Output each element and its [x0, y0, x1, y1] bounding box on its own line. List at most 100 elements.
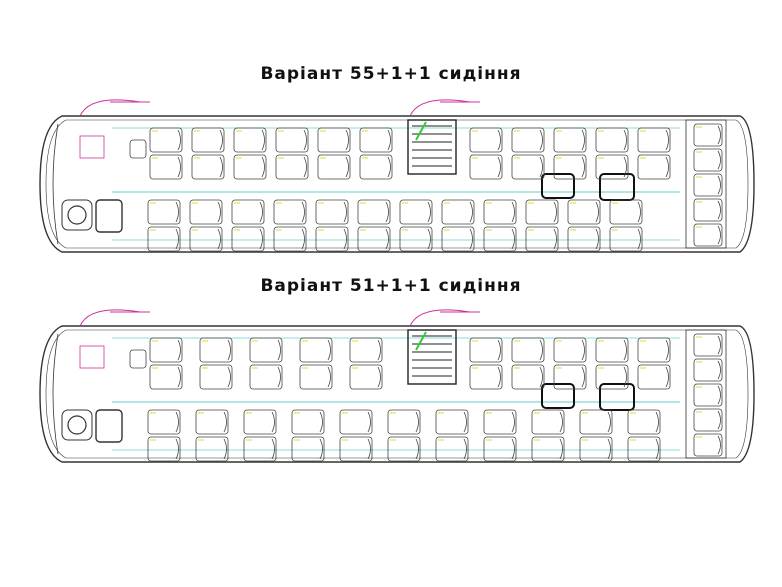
bus-floor-plan-55	[39, 99, 755, 253]
seat-icon	[693, 408, 723, 432]
seat-icon	[399, 226, 433, 252]
door-icon	[79, 309, 141, 327]
hatch-icon	[541, 383, 575, 409]
seat-icon	[349, 364, 383, 390]
door-handle	[415, 331, 427, 351]
seat-icon	[531, 409, 565, 435]
seat-icon	[637, 154, 671, 180]
seat-icon	[315, 226, 349, 252]
layout-title-51: Варіант 51+1+1 сидіння	[260, 276, 522, 296]
door-icon	[409, 309, 471, 327]
seat-icon	[627, 409, 661, 435]
steering-wheel-icon	[61, 199, 93, 231]
seat-icon	[693, 358, 723, 382]
seat-icon	[609, 199, 643, 225]
seat-icon	[357, 226, 391, 252]
rear-bench	[685, 329, 727, 459]
seat-icon	[191, 154, 225, 180]
seat-icon	[149, 154, 183, 180]
seat-icon	[399, 199, 433, 225]
seat-icon	[579, 409, 613, 435]
seat-icon	[195, 436, 229, 462]
seat-icon	[387, 409, 421, 435]
steering-wheel-rim	[67, 415, 87, 435]
seat-icon	[315, 199, 349, 225]
hatch-icon	[541, 173, 575, 199]
seat-icon	[359, 127, 393, 153]
rear-bench	[685, 119, 727, 249]
seat-icon	[233, 154, 267, 180]
seat-icon	[441, 226, 475, 252]
seat-icon	[291, 409, 325, 435]
seat-icon	[595, 127, 629, 153]
seat-icon	[579, 436, 613, 462]
seat-icon	[637, 364, 671, 390]
seat-icon	[511, 364, 545, 390]
seat-icon	[231, 226, 265, 252]
seat-icon	[435, 409, 469, 435]
bus-inner-outline	[45, 119, 749, 249]
seat-icon	[553, 127, 587, 153]
seat-icon	[317, 127, 351, 153]
seat-icon	[567, 226, 601, 252]
seat-icon	[317, 154, 351, 180]
seat-icon	[275, 154, 309, 180]
door-handle	[415, 121, 427, 141]
middle-door-steps	[407, 119, 457, 175]
seat-icon	[149, 364, 183, 390]
seat-icon	[147, 226, 181, 252]
seat-icon	[147, 199, 181, 225]
seat-icon	[483, 436, 517, 462]
seat-icon	[483, 199, 517, 225]
seat-icon	[553, 337, 587, 363]
seat-icon	[531, 436, 565, 462]
seat-icon	[349, 337, 383, 363]
seat-icon	[693, 223, 723, 247]
seat-icon	[595, 154, 629, 180]
seat-icon	[511, 154, 545, 180]
seat-icon	[199, 364, 233, 390]
seat-icon	[199, 337, 233, 363]
seat-icon	[249, 337, 283, 363]
seat-icon	[693, 433, 723, 457]
seat-icon	[595, 337, 629, 363]
guide-seat-box	[79, 135, 105, 159]
seat-icon	[469, 154, 503, 180]
seat-icon	[275, 127, 309, 153]
seat-icon	[469, 337, 503, 363]
bus-inner-outline	[45, 329, 749, 459]
seat-icon	[469, 127, 503, 153]
seat-icon	[189, 226, 223, 252]
seat-icon	[525, 226, 559, 252]
seat-icon	[627, 436, 661, 462]
seat-icon	[149, 127, 183, 153]
seat-icon	[147, 409, 181, 435]
seat-icon	[273, 226, 307, 252]
seat-icon	[129, 139, 147, 159]
seat-icon	[191, 127, 225, 153]
bus-body-outline	[39, 325, 755, 463]
seat-icon	[435, 436, 469, 462]
door-icon	[409, 99, 471, 117]
seat-icon	[511, 127, 545, 153]
steering-wheel-icon	[61, 409, 93, 441]
seat-icon	[243, 409, 277, 435]
seat-icon	[637, 337, 671, 363]
windshield-line	[52, 123, 59, 245]
guide-seat-box	[79, 345, 105, 369]
seat-icon	[609, 226, 643, 252]
seat-icon	[359, 154, 393, 180]
seat-icon	[249, 364, 283, 390]
middle-door-steps	[407, 329, 457, 385]
seat-icon	[195, 409, 229, 435]
seat-icon	[693, 148, 723, 172]
seat-icon	[243, 436, 277, 462]
layout-title-55: Варіант 55+1+1 сидіння	[260, 64, 522, 84]
seat-icon	[273, 199, 307, 225]
seat-icon	[525, 199, 559, 225]
seat-icon	[693, 383, 723, 407]
seat-icon	[441, 199, 475, 225]
seat-icon	[233, 127, 267, 153]
seat-icon	[469, 364, 503, 390]
seat-icon	[339, 436, 373, 462]
